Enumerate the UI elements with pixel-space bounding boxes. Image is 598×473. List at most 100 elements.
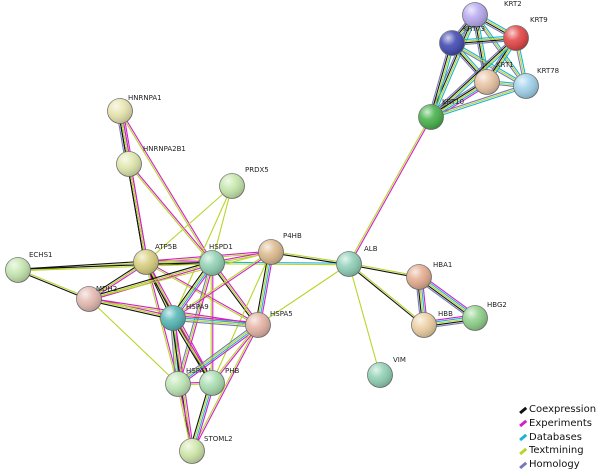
node-label: VIM xyxy=(393,356,406,364)
edge-HSPD1-PHB xyxy=(210,263,214,383)
legend-swatch-icon xyxy=(519,447,527,455)
edge-evidence-coexpression xyxy=(126,164,145,263)
edge-evidence-homology xyxy=(450,43,526,88)
node-label: MDH2 xyxy=(96,285,117,293)
edge-evidence-coexpression xyxy=(348,264,424,327)
edge-evidence-homology xyxy=(430,83,526,117)
node-shine xyxy=(160,305,186,331)
node-shine xyxy=(462,2,488,28)
edge-evidence-database xyxy=(212,261,350,264)
edge-HSPD1-ECHS1 xyxy=(17,261,213,272)
edge-evidence-coexpression xyxy=(270,252,349,266)
node-shine xyxy=(165,371,191,397)
edge-evidence-experiment xyxy=(130,163,149,262)
edge-HSPD1-HSPA1L xyxy=(175,262,215,385)
edge-evidence-textmining xyxy=(177,323,258,384)
edge-evidence-textmining xyxy=(348,263,381,376)
node-label: HSPA9 xyxy=(186,303,209,311)
node-shine xyxy=(116,151,142,177)
protein-node-p4hb[interactable]: P4HB xyxy=(258,232,302,265)
protein-node-krt73[interactable]: KRT73 xyxy=(439,25,486,56)
edge-evidence-experiment xyxy=(192,325,260,452)
edge-evidence-database xyxy=(178,325,259,386)
protein-node-echs1[interactable]: ECHS1 xyxy=(5,251,53,283)
node-label: KRT9 xyxy=(530,16,548,24)
protein-node-hba1[interactable]: HBA1 xyxy=(406,261,453,290)
edge-evidence-textmining xyxy=(118,111,212,264)
edge-evidence-coexpression xyxy=(88,300,173,321)
edge-evidence-textmining xyxy=(430,85,527,118)
protein-node-alb[interactable]: ALB xyxy=(336,245,378,277)
edge-evidence-coexpression xyxy=(430,37,516,117)
edge-HNRNPA1-HSPD1 xyxy=(118,110,214,264)
protein-node-phb[interactable]: PHB xyxy=(199,367,240,396)
node-shine xyxy=(411,312,437,338)
protein-node-prdx5[interactable]: PRDX5 xyxy=(219,166,269,199)
node-shine xyxy=(406,264,432,290)
edge-evidence-experiment xyxy=(129,163,214,263)
legend-swatch-icon xyxy=(519,406,527,414)
node-label: ATP5B xyxy=(155,243,177,251)
legend-item-textmining: Textmining xyxy=(519,444,598,458)
node-shine xyxy=(367,362,393,388)
node-shine xyxy=(245,312,271,338)
legend-label: Databases xyxy=(529,431,582,443)
edge-P4HB-PHB xyxy=(211,251,272,384)
edge-MDH2-HSPA1L xyxy=(88,298,179,385)
protein-node-vim[interactable]: VIM xyxy=(367,356,406,388)
protein-node-hspa5[interactable]: HSPA5 xyxy=(245,310,293,338)
protein-node-krt78[interactable]: KRT78 xyxy=(513,67,560,99)
node-label: KRT73 xyxy=(463,25,485,33)
edge-evidence-experiment xyxy=(120,110,214,263)
edge-evidence-textmining xyxy=(88,251,272,300)
protein-node-hnrnpa2b1[interactable]: HNRNPA2B1 xyxy=(116,145,186,177)
node-label: KRT10 xyxy=(442,98,464,106)
node-label: HSPA1L xyxy=(186,367,213,375)
protein-node-hspd1[interactable]: HSPD1 xyxy=(199,243,233,276)
edge-P4HB-ALB xyxy=(270,250,350,266)
protein-node-hnrnpa1[interactable]: HNRNPA1 xyxy=(107,94,162,124)
edge-evidence-coexpression xyxy=(429,14,475,117)
edge-evidence-coexpression xyxy=(17,260,146,270)
node-shine xyxy=(219,173,245,199)
protein-node-krt2[interactable]: KRT2 xyxy=(462,0,522,28)
protein-node-atp5b[interactable]: ATP5B xyxy=(133,243,178,275)
protein-node-hbg2[interactable]: HBG2 xyxy=(462,301,507,331)
protein-node-hspa1l[interactable]: HSPA1L xyxy=(165,367,213,397)
legend-label: Experiments xyxy=(529,417,592,429)
edge-evidence-coexpression xyxy=(210,263,258,327)
protein-node-krt10[interactable]: KRT10 xyxy=(418,98,465,130)
protein-node-mdh2[interactable]: MDH2 xyxy=(76,285,118,312)
node-shine xyxy=(5,257,31,283)
node-shine xyxy=(179,438,205,464)
edge-evidence-homology xyxy=(172,319,258,328)
edge-evidence-textmining xyxy=(211,185,233,264)
edge-ALB-HBB xyxy=(348,262,425,327)
edge-evidence-textmining xyxy=(257,263,350,326)
edge-evidence-homology xyxy=(428,42,451,117)
legend-swatch-icon xyxy=(519,420,527,428)
node-shine xyxy=(199,250,225,276)
node-shine xyxy=(503,25,529,51)
edge-evidence-textmining xyxy=(88,298,179,385)
edge-evidence-homology xyxy=(473,15,526,88)
edges-layer xyxy=(17,12,529,452)
node-label: KRT1 xyxy=(496,61,514,69)
protein-node-krt1[interactable]: KRT1 xyxy=(474,61,514,95)
edge-evidence-homology xyxy=(428,13,474,117)
edge-evidence-homology xyxy=(428,35,515,116)
node-label: HBA1 xyxy=(433,261,452,269)
node-shine xyxy=(336,251,362,277)
protein-node-krt9[interactable]: KRT9 xyxy=(503,16,548,51)
edge-evidence-experiment xyxy=(173,252,272,320)
legend-label: Coexpression xyxy=(529,404,597,415)
protein-node-hbb[interactable]: HBB xyxy=(411,310,454,338)
node-shine xyxy=(513,73,539,99)
edge-P4HB-MDH2 xyxy=(88,251,272,300)
node-shine xyxy=(133,249,159,275)
protein-node-hspa9[interactable]: HSPA9 xyxy=(160,303,209,331)
edge-evidence-homology xyxy=(176,322,257,383)
protein-node-stoml2[interactable]: STOML2 xyxy=(179,435,233,464)
edge-evidence-textmining xyxy=(88,262,213,300)
